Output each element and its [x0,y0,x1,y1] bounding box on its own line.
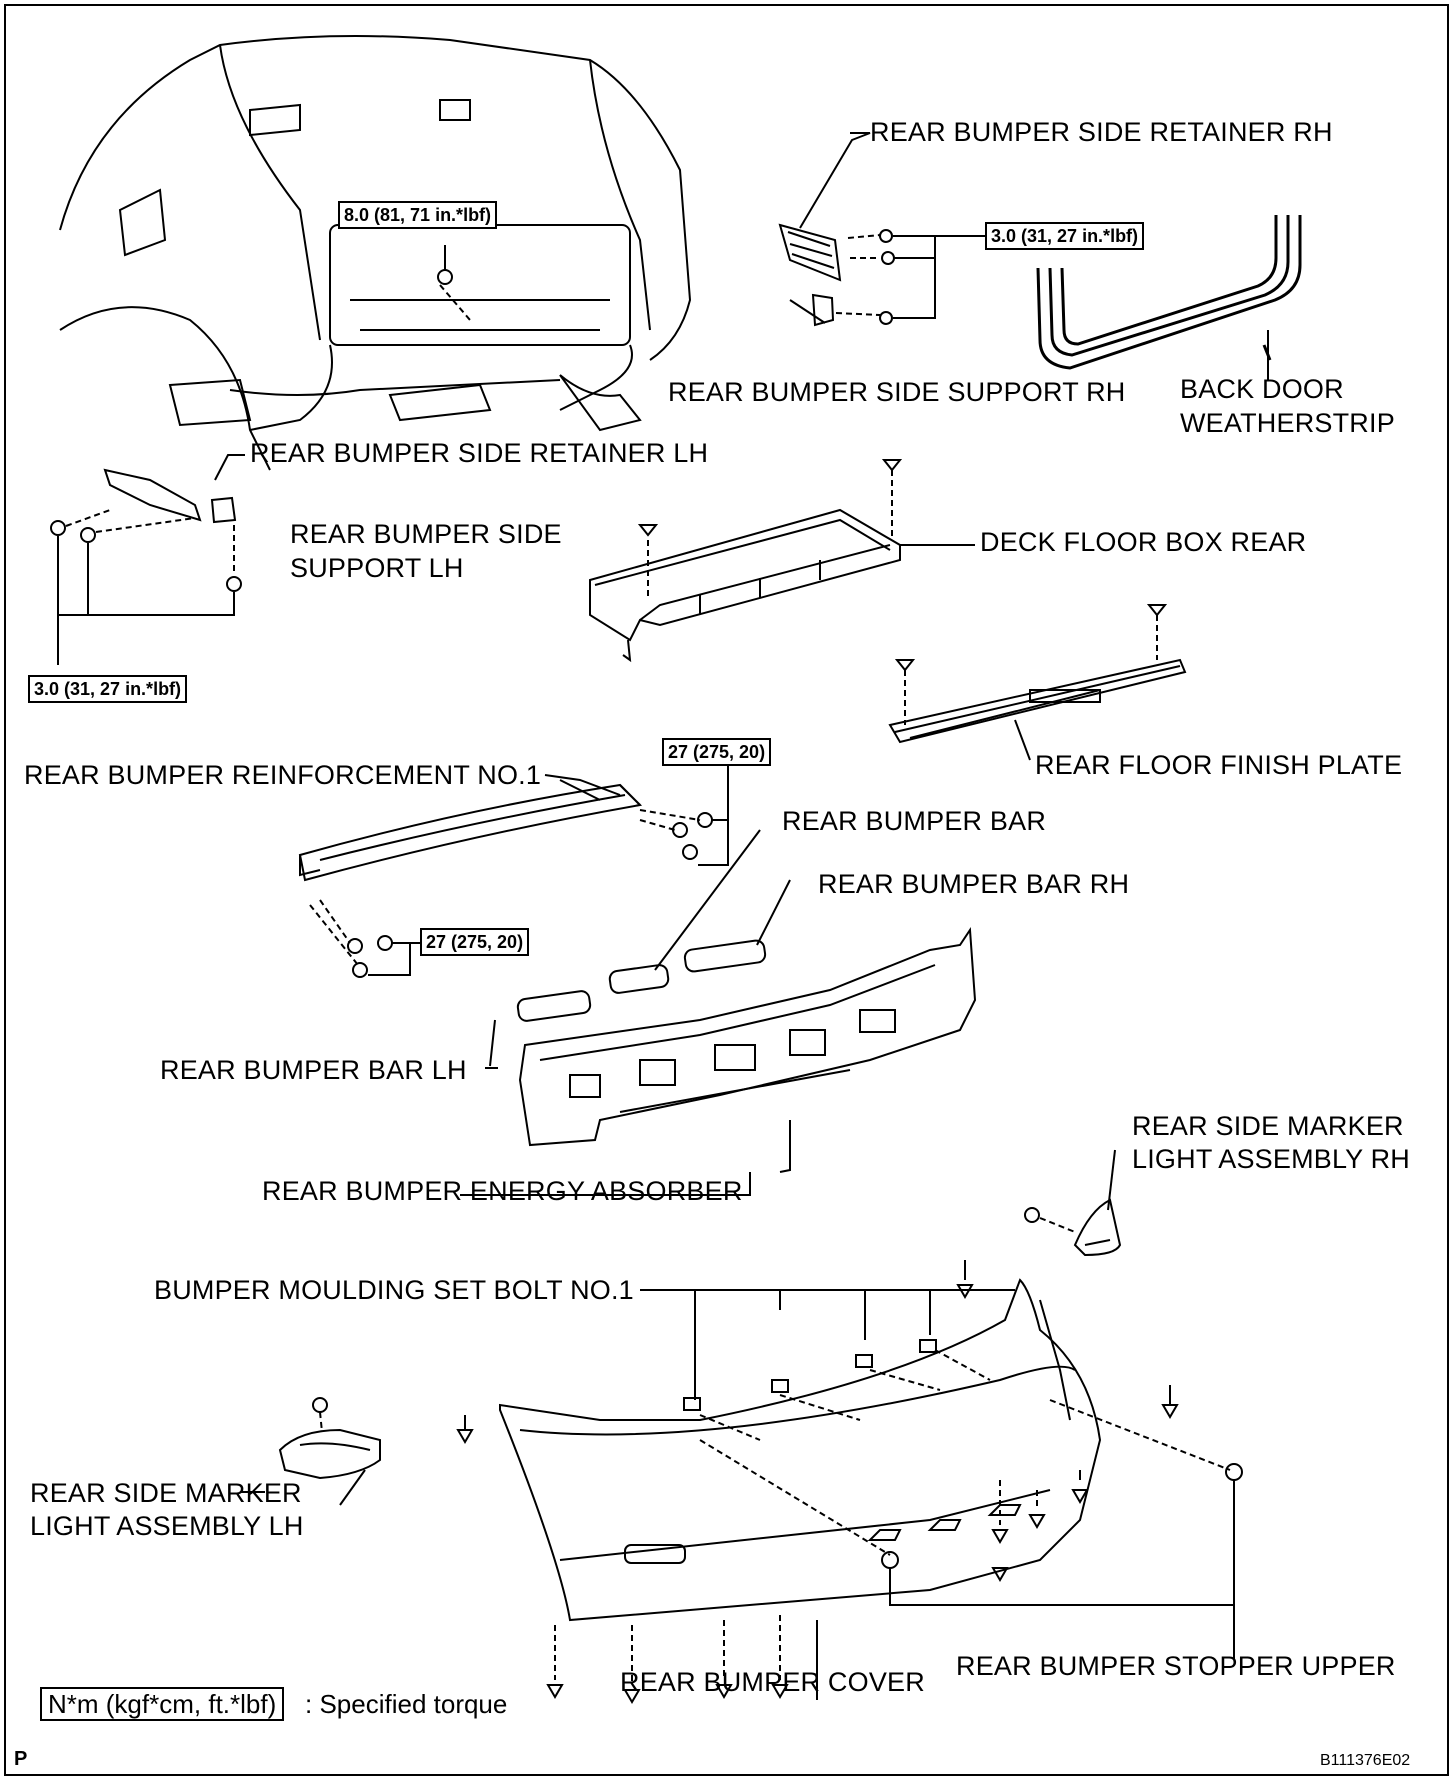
label-bumper-bar: REAR BUMPER BAR [782,806,1047,836]
label-stopper-upper: REAR BUMPER STOPPER UPPER [956,1651,1396,1681]
vehicle-rear-illustration [59,35,692,471]
label-reinforcement: REAR BUMPER REINFORCEMENT NO.1 [24,760,542,790]
torque-deck: 8.0 (81, 71 in.*lbf) [338,201,498,229]
label-side-support-lh-line2: SUPPORT LH [290,553,464,583]
leader-lines [214,132,1269,1493]
label-deck-floor-box: DECK FLOOR BOX REAR [980,527,1307,557]
figure-code: B111376E02 [1320,1752,1411,1769]
label-bumper-bar-lh: REAR BUMPER BAR LH [160,1055,467,1085]
torque-reinf-lower: 27 (275, 20) [420,928,530,956]
bumper-cover-part [499,1278,1102,1622]
label-floor-finish-plate: REAR FLOOR FINISH PLATE [1035,750,1403,780]
side-marker-rh-part [1024,1149,1122,1257]
label-energy-absorber: REAR BUMPER ENERGY ABSORBER [262,1176,743,1206]
label-bumper-cover: REAR BUMPER COVER [620,1667,925,1697]
corner-mark: P [14,1748,28,1770]
label-side-marker-lh-line2: LIGHT ASSEMBLY LH [30,1511,304,1541]
legend-torque-unit-box: N*m (kgf*cm, ft.*lbf) [40,1687,285,1721]
label-moulding-set-bolt: BUMPER MOULDING SET BOLT NO.1 [154,1275,634,1305]
label-side-marker-rh-line1: REAR SIDE MARKER [1132,1111,1404,1141]
deck-floor-box-part [589,459,975,663]
label-side-retainer-lh: REAR BUMPER SIDE RETAINER LH [250,438,709,468]
side-retainer-lh-part [50,468,242,665]
floor-finish-plate-part [888,604,1187,761]
label-weatherstrip-line2: WEATHERSTRIP [1180,408,1395,438]
moulding-set-bolts [640,1289,1015,1441]
label-weatherstrip-line1: BACK DOOR [1180,374,1344,404]
torque-retainer-lh: 3.0 (31, 27 in.*lbf) [28,675,188,703]
bumper-cover-screws [456,1260,1243,1704]
label-side-marker-rh-line2: LIGHT ASSEMBLY RH [1132,1144,1411,1174]
side-marker-lh-part [278,1397,381,1506]
energy-absorber-part [518,927,977,1173]
torque-retainer-rh: 3.0 (31, 27 in.*lbf) [985,222,1145,250]
label-side-support-lh-line1: REAR BUMPER SIDE [290,519,562,549]
label-side-retainer-rh: REAR BUMPER SIDE RETAINER RH [870,117,1333,147]
legend-specified-torque: : Specified torque [305,1689,508,1719]
torque-reinf-upper: 27 (275, 20) [662,738,772,766]
reinforcement-part [298,763,729,978]
label-side-marker-lh-line1: REAR SIDE MARKER [30,1478,302,1508]
label-bumper-bar-rh: REAR BUMPER BAR RH [818,869,1130,899]
label-side-support-rh: REAR BUMPER SIDE SUPPORT RH [668,377,1126,407]
diagram-frame [4,4,1449,1776]
bumper-bars-part [485,829,791,1069]
side-retainer-rh-part [778,223,985,327]
